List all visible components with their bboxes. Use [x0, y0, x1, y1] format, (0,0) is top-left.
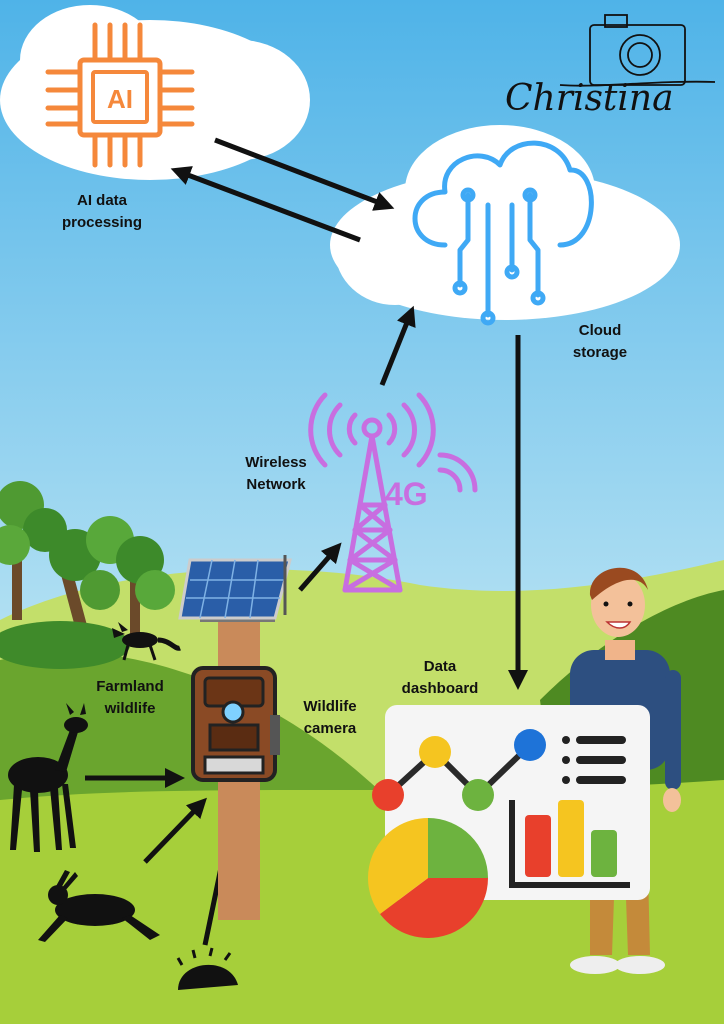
ai-chip-text: AI [107, 84, 133, 114]
pie-slice-yellow [368, 818, 428, 914]
bar-green [591, 830, 617, 877]
cloud-storage-label: Cloud storage [572, 322, 628, 361]
cloud-storage-icon [412, 140, 594, 326]
hare-silhouette [38, 870, 160, 942]
line-point-green [462, 779, 494, 811]
data-dashboard-label: Data dashboard [401, 658, 479, 697]
bar-yellow [558, 800, 584, 877]
signature: Christina [505, 78, 674, 119]
line-point-red [372, 779, 404, 811]
pie-slice-green [428, 818, 488, 878]
trees [0, 481, 175, 669]
data-dashboard-board [368, 705, 650, 939]
arrow-hare-to-camera [143, 797, 207, 864]
network-badge: 4G [385, 476, 428, 512]
wildlife-camera-label: Wildlife camera [303, 698, 357, 737]
line-point-blue [514, 729, 546, 761]
hedgehog-silhouette [176, 947, 238, 990]
ai-processing-label: AI data processing [61, 192, 143, 231]
line-point-yellow [419, 736, 451, 768]
arrow-ai-to-cloud [214, 137, 395, 211]
deer-silhouette [8, 703, 88, 852]
arrow-camera-to-tower [298, 542, 342, 592]
dashboard-line-chart [385, 742, 533, 800]
camera-logo-icon [559, 14, 716, 87]
wireless-network-label: Wireless Network [245, 454, 307, 493]
dashboard-pie-chart [368, 818, 488, 939]
network-tower-icon [308, 392, 478, 593]
wildlife-camera [178, 555, 292, 920]
farmland-wildlife-label: Farmland wildlife [96, 678, 164, 717]
flow-arrows [85, 137, 528, 946]
fox-silhouette [112, 622, 181, 661]
dashboard-bar-chart [509, 800, 630, 888]
arrow-cloud-to-ai [170, 166, 361, 243]
bar-red [525, 815, 551, 877]
pie-slice-red [380, 878, 488, 939]
arrow-tower-to-cloud [379, 305, 416, 386]
dashboard-list-icon [562, 736, 626, 784]
ai-chip-icon [45, 22, 195, 168]
